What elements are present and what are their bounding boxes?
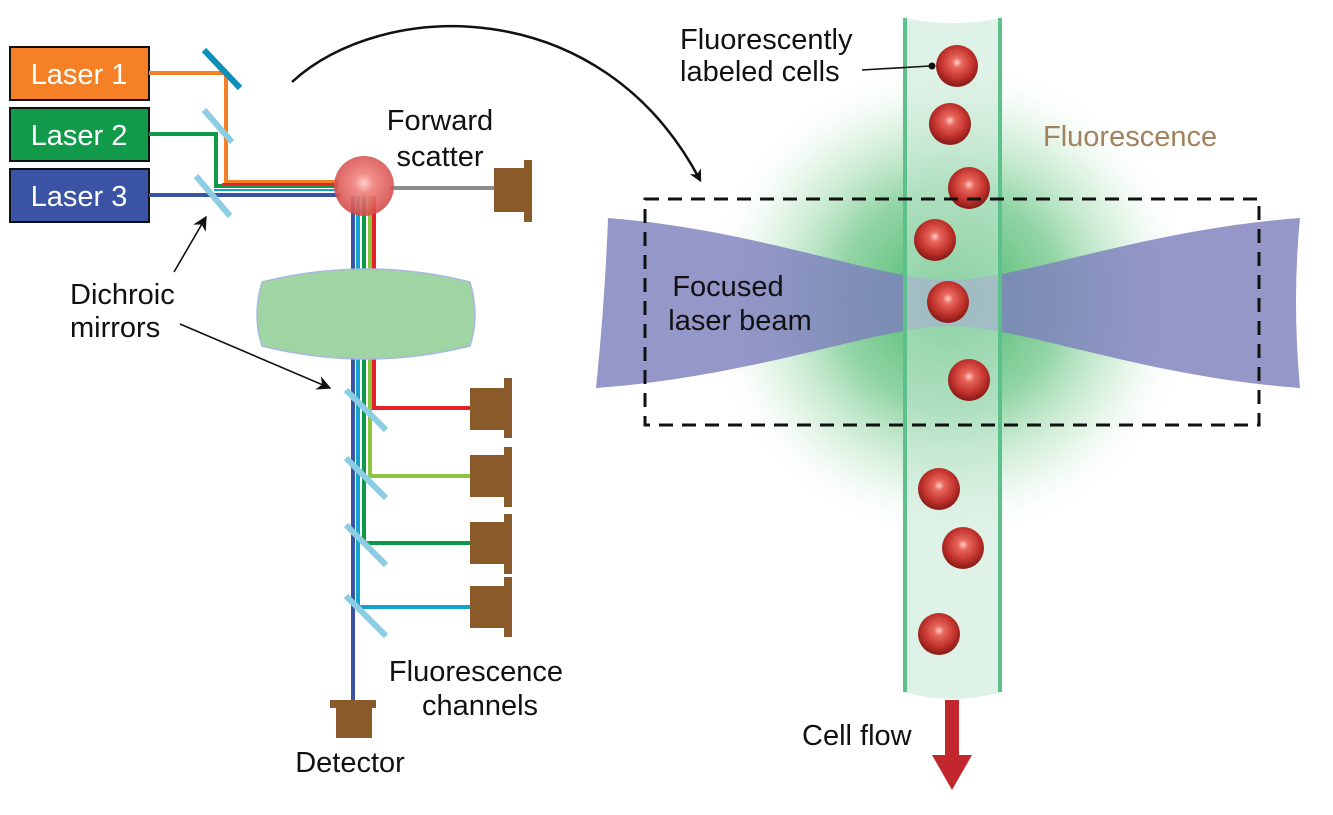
dichroic-pointer-top (173, 215, 207, 273)
forward-scatter-detector (494, 160, 532, 222)
laser-1-beam (149, 71, 338, 184)
red-channel-beam (372, 196, 470, 410)
fluorescence-detector-2 (470, 447, 512, 507)
cell (927, 281, 969, 323)
combining-mirrors (193, 47, 243, 218)
laser-3-box: Laser 3 (9, 168, 150, 223)
cell-flow-head (932, 755, 972, 790)
dichroic-pointer-bottom (179, 323, 332, 390)
focused-beam-label: Focused laser beam (668, 271, 811, 337)
split-mirror-2 (343, 455, 389, 501)
cell (918, 613, 960, 655)
fluorescence-detectors (470, 378, 512, 637)
cell-flow-arrow (932, 700, 972, 790)
labeled-cells-pointer-dot (928, 62, 936, 70)
laser-2-box: Laser 2 (9, 107, 150, 162)
laser-3-label: Laser 3 (31, 181, 128, 213)
fluorescence-detector-3 (470, 514, 512, 574)
mirror-laser-3 (193, 174, 233, 218)
laser-1-box: Laser 1 (9, 46, 150, 101)
laser-beams (149, 71, 340, 197)
bottom-detector-body (336, 708, 372, 738)
cell-flow-label: Cell flow (802, 720, 913, 752)
cell (942, 527, 984, 569)
split-mirrors (343, 387, 389, 639)
laser-2-beam (149, 132, 338, 188)
mirror-laser-2 (201, 108, 235, 144)
bottom-detector (330, 700, 376, 738)
laser-3-rect (9, 168, 150, 223)
split-mirror-3 (343, 522, 389, 568)
detector-label: Detector (295, 747, 405, 779)
fs-detector-body (494, 168, 524, 212)
fluorescence-detector-4 (470, 577, 512, 637)
cell (948, 359, 990, 401)
dichroic-mirrors-label: Dichroic mirrors (70, 279, 183, 344)
laser-1-rect (9, 46, 150, 101)
labeled-cells-pointer (861, 65, 931, 71)
fluorescence-detector-1 (470, 378, 512, 438)
labeled-cells (914, 45, 990, 655)
interrogation-zone-box (643, 197, 1261, 427)
cell (936, 45, 978, 87)
cell-flow-shaft (945, 700, 959, 758)
bottom-detector-plate (330, 700, 376, 708)
split-mirror-4 (343, 593, 389, 639)
laser-1-label: Laser 1 (31, 59, 128, 91)
interrogation-cell (334, 156, 394, 216)
collection-lens (256, 268, 476, 360)
laser-2-rect (9, 107, 150, 162)
mirror-laser-1 (201, 47, 243, 91)
cell (929, 103, 971, 145)
fluorescence-channels-label: Fluorescence channels (389, 656, 571, 722)
cell (914, 219, 956, 261)
zoom-arrow (291, 25, 702, 183)
labeled-cells-label: Fluorescently labeled cells (680, 24, 861, 88)
forward-scatter-label: Forward scatter (387, 105, 501, 173)
cell (948, 167, 990, 209)
split-mirror-1 (343, 387, 389, 433)
cell (918, 468, 960, 510)
laser-2-label: Laser 2 (31, 120, 128, 152)
fs-detector-plate (524, 160, 532, 222)
fluorescence-label: Fluorescence (1043, 121, 1217, 153)
